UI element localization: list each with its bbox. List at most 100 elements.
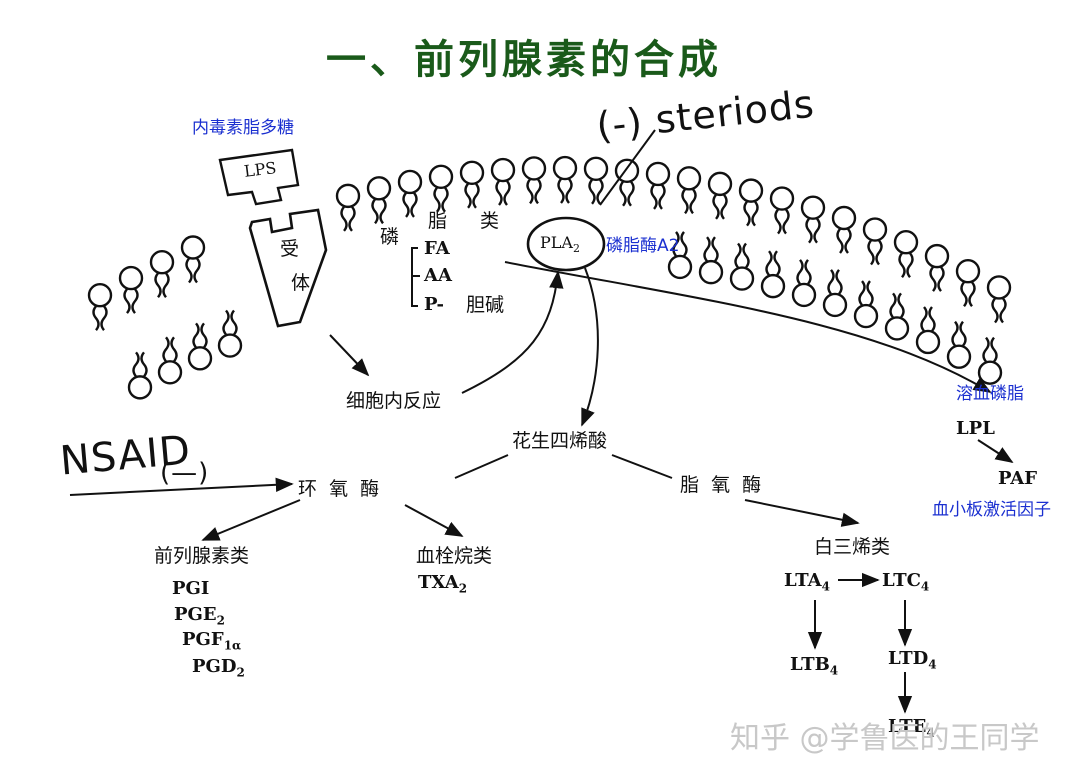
- phospholipid-molecule: [822, 269, 848, 318]
- txa-sub: 2: [458, 581, 468, 596]
- steroids-line: [599, 129, 656, 206]
- phospholipid-molecule: [791, 259, 817, 308]
- arrow-cox-to-pg: [201, 499, 301, 541]
- phospholipid-molecule: [667, 231, 693, 280]
- ltc4: LTC4: [882, 572, 929, 593]
- receptor-char-2: 体: [291, 272, 311, 294]
- phospholipid-molecule: [676, 166, 702, 215]
- pg-item-4-text: PGD: [192, 656, 237, 677]
- watermark: 知乎 @学鲁医的王同学: [730, 721, 1040, 756]
- phospholipid-molecule: [831, 205, 857, 254]
- leukotrienes-heading: 白三烯类: [814, 536, 891, 558]
- phospholipid-molecule: [729, 242, 755, 291]
- phospholipid-char-2: 脂: [428, 210, 448, 232]
- phospholipid-molecule: [645, 161, 671, 210]
- phospholipid-molecule: [459, 160, 485, 209]
- txa2: TXA2: [418, 574, 467, 595]
- pg-item-2: PGE2: [174, 606, 225, 627]
- arrow-intracellular-to-pla2: [461, 270, 564, 394]
- ltb-text: LTB: [790, 654, 830, 675]
- phospholipid-molecule: [118, 265, 144, 314]
- phospholipid-molecule: [893, 230, 919, 278]
- phospholipid-molecule: [428, 164, 454, 213]
- arrow-lox-to-lt: [744, 499, 860, 527]
- lte-sub: 4: [926, 725, 935, 740]
- lipid-bilayer: [87, 155, 1012, 400]
- pg-item-4-sub: 2: [236, 665, 245, 680]
- phospholipid-molecule: [217, 309, 243, 358]
- paf-label: PAF: [998, 468, 1037, 489]
- pg-item-2-text: PGE: [174, 604, 217, 625]
- phospholipid-molecule: [946, 320, 972, 369]
- lpl-label: LPL: [956, 418, 995, 439]
- phosphate-label: P-: [424, 294, 445, 315]
- arrow-lpl-to-paf: [977, 439, 1014, 463]
- phospholipid-molecule: [924, 243, 950, 292]
- arrow-nsaid-to-cox: [69, 477, 294, 496]
- pg-item-4: PGD2: [192, 658, 245, 679]
- phospholipid-char-1: 磷: [380, 226, 400, 248]
- lipoxygenase: 脂 氧 酶: [680, 474, 762, 496]
- arrow-receptor-to-intracellular: [329, 334, 370, 377]
- phospholipid-molecule: [583, 156, 609, 205]
- arrow-pla2-to-arachidonic: [581, 267, 599, 427]
- lta-text: LTA: [784, 570, 822, 591]
- prostaglandins-heading: 前列腺素类: [154, 545, 250, 567]
- pg-item-1-text: PGI: [172, 578, 210, 599]
- phospholipid-molecule: [853, 280, 879, 329]
- pla2-main: PLA: [540, 233, 573, 252]
- lysophospholipid-label: 溶血磷脂: [956, 384, 1024, 404]
- pg-item-3-text: PGF: [182, 629, 224, 650]
- phospholipid-molecule: [552, 155, 578, 204]
- line-arachidonic-to-lox: [611, 454, 673, 479]
- phospholipid-molecule: [397, 169, 423, 218]
- pg-item-3: PGF1α: [182, 631, 241, 652]
- lta4: LTA4: [784, 572, 830, 593]
- ltb-sub: 4: [829, 663, 839, 678]
- pla2-sub: 2: [572, 242, 580, 256]
- lta-sub: 4: [821, 579, 830, 594]
- lps-box-text: LPS: [242, 158, 278, 181]
- ltc-sub: 4: [920, 579, 930, 594]
- lps-label: 内毒素脂多糖: [192, 118, 294, 138]
- ltd-sub: 4: [928, 657, 937, 672]
- ltc-text: LTC: [882, 570, 921, 591]
- thromboxanes-heading: 血栓烷类: [416, 545, 493, 567]
- arachidonic-acid: 花生四烯酸: [512, 430, 608, 452]
- phospholipid-molecule: [769, 186, 795, 235]
- phospholipid-molecule: [884, 292, 910, 341]
- phospholipid-molecule: [862, 217, 888, 266]
- phospholipid-molecule: [180, 235, 206, 284]
- receptor-char-1: 受: [280, 238, 300, 260]
- pg-item-1: PGI: [172, 580, 209, 601]
- phospholipid-molecule: [707, 171, 733, 220]
- lte-text: LTE: [888, 716, 927, 737]
- phospholipid-char-3: 类: [480, 210, 500, 232]
- pla2-enzyme-shape: [526, 216, 606, 272]
- phospholipid-molecule: [986, 275, 1012, 324]
- cyclooxygenase: 环 氧 酶: [298, 478, 380, 500]
- receptor-shape: [248, 208, 328, 328]
- pg-item-2-sub: 2: [216, 613, 225, 628]
- phospholipid-molecule: [915, 306, 941, 355]
- phospholipid-molecule: [187, 322, 213, 371]
- phospholipid-molecule: [955, 259, 981, 307]
- phospholipid-molecule: [490, 157, 516, 206]
- phospholipid-molecule: [335, 183, 361, 232]
- ltb4: LTB4: [790, 656, 838, 677]
- phospholipid-molecule: [366, 176, 392, 225]
- lte4: LTE4: [888, 718, 935, 739]
- paf-description: 血小板激活因子: [932, 500, 1051, 520]
- phospholipid-molecule: [738, 178, 764, 227]
- phospholipid-molecule: [157, 336, 183, 385]
- line-arachidonic-to-cox: [454, 454, 509, 479]
- intracellular-reaction: 细胞内反应: [346, 390, 442, 412]
- phospholipid-molecule: [127, 351, 153, 400]
- pla2-label: 磷脂酶A2: [606, 236, 680, 256]
- arachidonic-acid-abbr: AA: [424, 265, 452, 286]
- nsaid-inhibit-note: (—): [160, 458, 210, 488]
- page-title: 一、前列腺素的合成: [326, 37, 722, 83]
- lps-shape: [218, 148, 300, 206]
- phospholipid-molecule: [760, 250, 786, 299]
